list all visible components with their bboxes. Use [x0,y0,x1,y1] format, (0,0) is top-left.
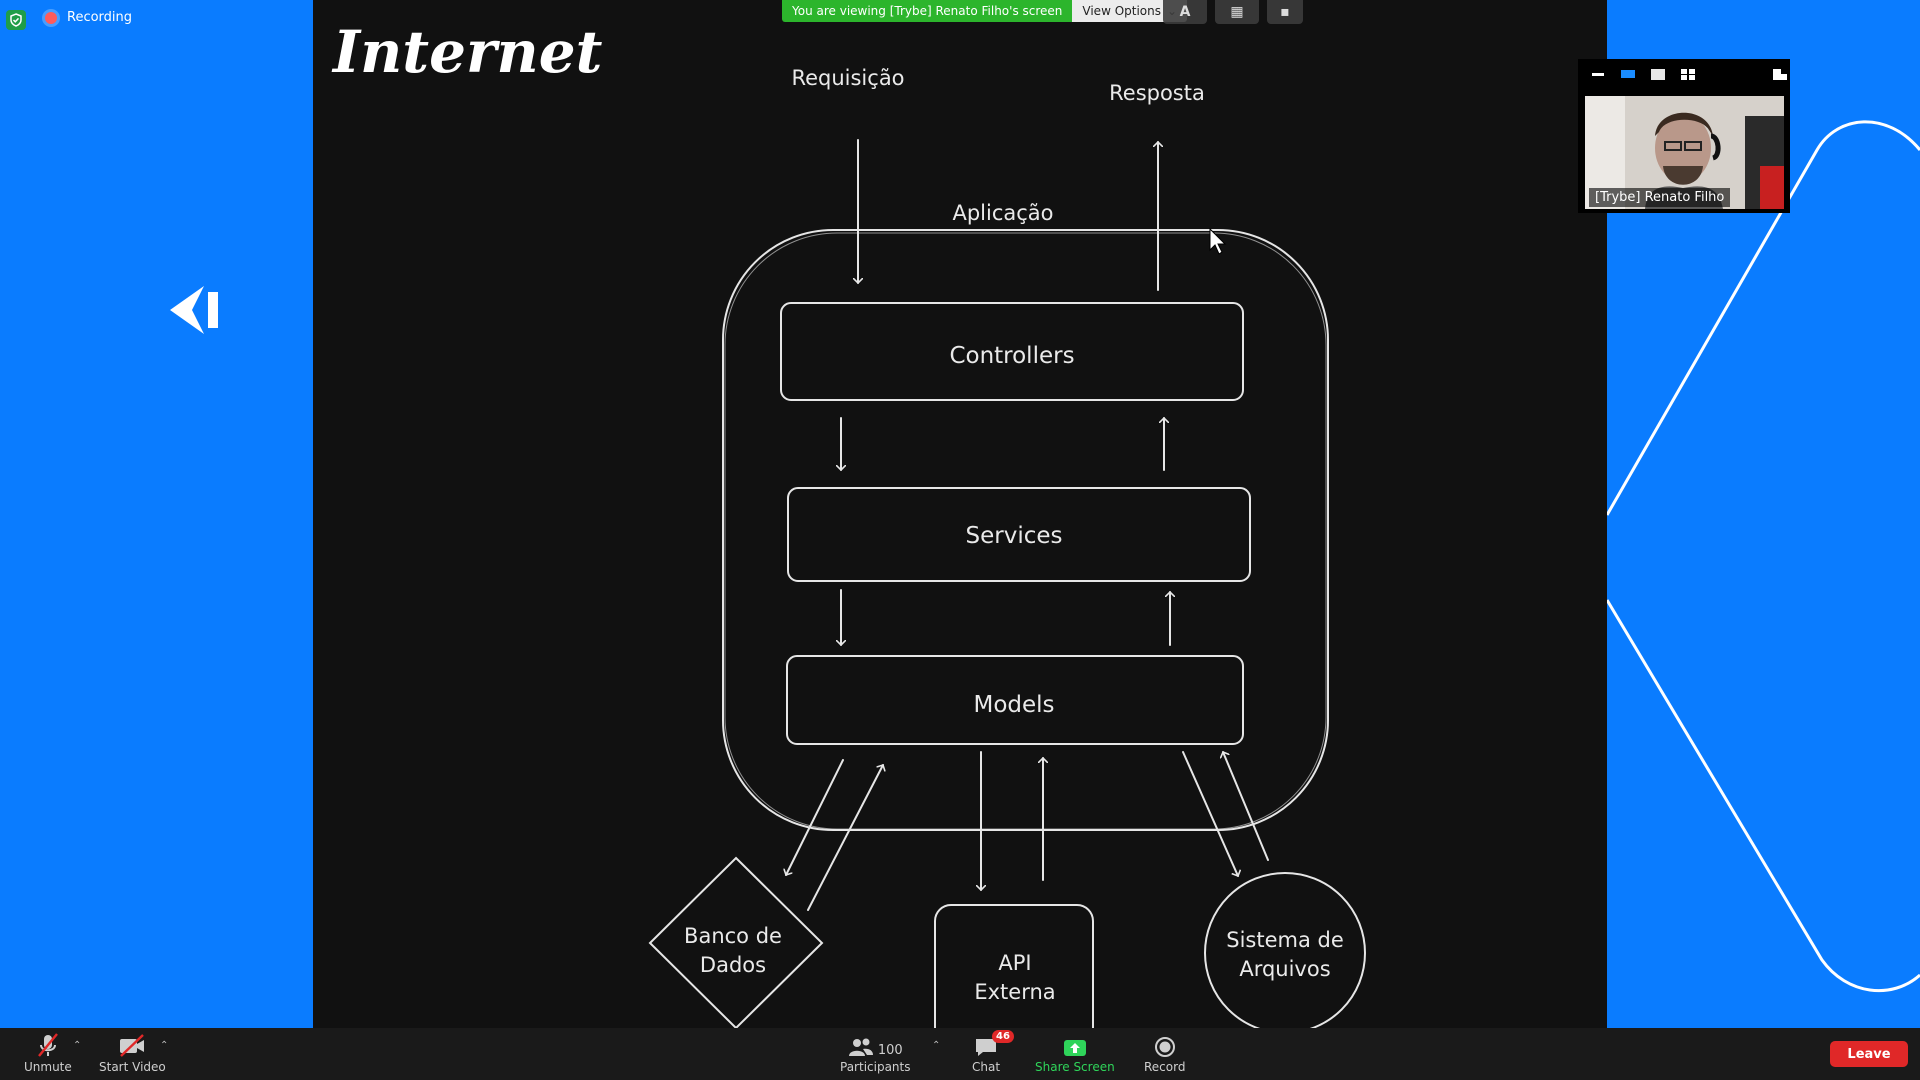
speaker-view-icon[interactable] [1620,68,1636,80]
services-label: Services [966,523,1063,549]
diagram-title: Internet [331,18,603,86]
participants-count: 100 [877,1043,903,1058]
share-screen-label: Share Screen [1035,1060,1115,1074]
architecture-diagram: Internet Requisição Resposta Aplicação C… [331,18,1366,1028]
video-off-icon [118,1032,146,1058]
gallery-view-icon[interactable] [1680,68,1696,80]
record-icon [1154,1032,1176,1058]
database-label-line2: Dados [700,953,766,977]
participants-label: Participants [840,1060,911,1074]
application-boundary [722,229,1329,831]
chat-label: Chat [972,1060,1001,1074]
left-brand-panel: Recording [0,0,313,1028]
decorative-chevron [1607,120,1920,993]
filesystem-circle [1204,872,1366,1028]
share-screen-icon [1063,1032,1087,1058]
exit-minimized-icon[interactable] [1772,68,1788,80]
leave-button[interactable]: Leave [1830,1041,1908,1067]
view-options-label: View Options [1082,4,1161,18]
viewing-banner: You are viewing [Trybe] Renato Filho's s… [782,0,1188,22]
mouse-cursor-icon [1209,227,1227,255]
api-label-line2: Externa [974,980,1055,1004]
grid-view-icon[interactable]: ▦ [1215,0,1259,24]
filesystem-label-line2: Arquivos [1239,957,1330,981]
start-video-button[interactable]: Start Video [99,1032,166,1074]
speaker-video-window[interactable]: [Trybe] Renato Filho [1578,59,1790,213]
chat-button[interactable]: 46 Chat [972,1030,1014,1074]
participants-caret-icon[interactable]: ⌃ [932,1040,941,1051]
minimize-icon[interactable] [1590,68,1606,80]
participants-button[interactable]: 100 Participants [840,1032,911,1074]
database-diamond [648,856,824,1028]
recording-indicator[interactable]: Recording [45,10,132,25]
database-label-line1: Banco de [684,924,782,948]
annotate-text-icon[interactable]: A [1163,0,1207,24]
recording-label: Recording [67,10,133,25]
record-label: Record [1144,1060,1186,1074]
video-options-caret-icon[interactable]: ⌃ [160,1040,169,1051]
meeting-toolbar: Unmute ⌃ Start Video ⌃ 100 Participants … [0,1028,1920,1080]
muted-microphone-icon [35,1032,61,1058]
controllers-label: Controllers [949,343,1074,369]
models-label: Models [973,692,1054,718]
participants-icon: 100 [848,1032,903,1058]
chat-unread-badge: 46 [992,1030,1014,1043]
share-screen-button[interactable]: Share Screen [1035,1032,1115,1074]
remote-tool-strip: A ▦ ▪ [1163,0,1303,24]
trybe-logo-icon [170,286,218,334]
fullview-icon[interactable] [1650,68,1666,80]
shared-screen: Internet Requisição Resposta Aplicação C… [313,0,1607,1028]
response-label: Resposta [1109,81,1205,105]
viewing-banner-text: You are viewing [Trybe] Renato Filho's s… [782,0,1073,22]
models-box [786,655,1244,745]
audio-options-caret-icon[interactable]: ⌃ [73,1040,82,1051]
speaker-video-feed: [Trybe] Renato Filho [1585,96,1784,209]
external-api-box [934,904,1094,1028]
controllers-box [780,302,1244,401]
popout-icon[interactable]: ▪ [1267,0,1303,24]
record-button[interactable]: Record [1144,1032,1185,1074]
filesystem-label-line1: Sistema de [1226,928,1344,952]
request-label: Requisição [791,66,904,90]
unmute-label: Unmute [24,1060,72,1074]
unmute-button[interactable]: Unmute [24,1032,72,1074]
record-dot-icon [45,11,57,24]
start-video-label: Start Video [99,1060,166,1074]
services-box [787,487,1251,582]
video-window-controls [1578,59,1790,89]
shield-icon[interactable] [6,10,26,30]
speaker-name-tag: [Trybe] Renato Filho [1589,188,1731,207]
api-label-line1: API [998,951,1031,975]
chat-icon: 46 [974,1030,1014,1058]
application-label: Aplicação [952,201,1053,225]
